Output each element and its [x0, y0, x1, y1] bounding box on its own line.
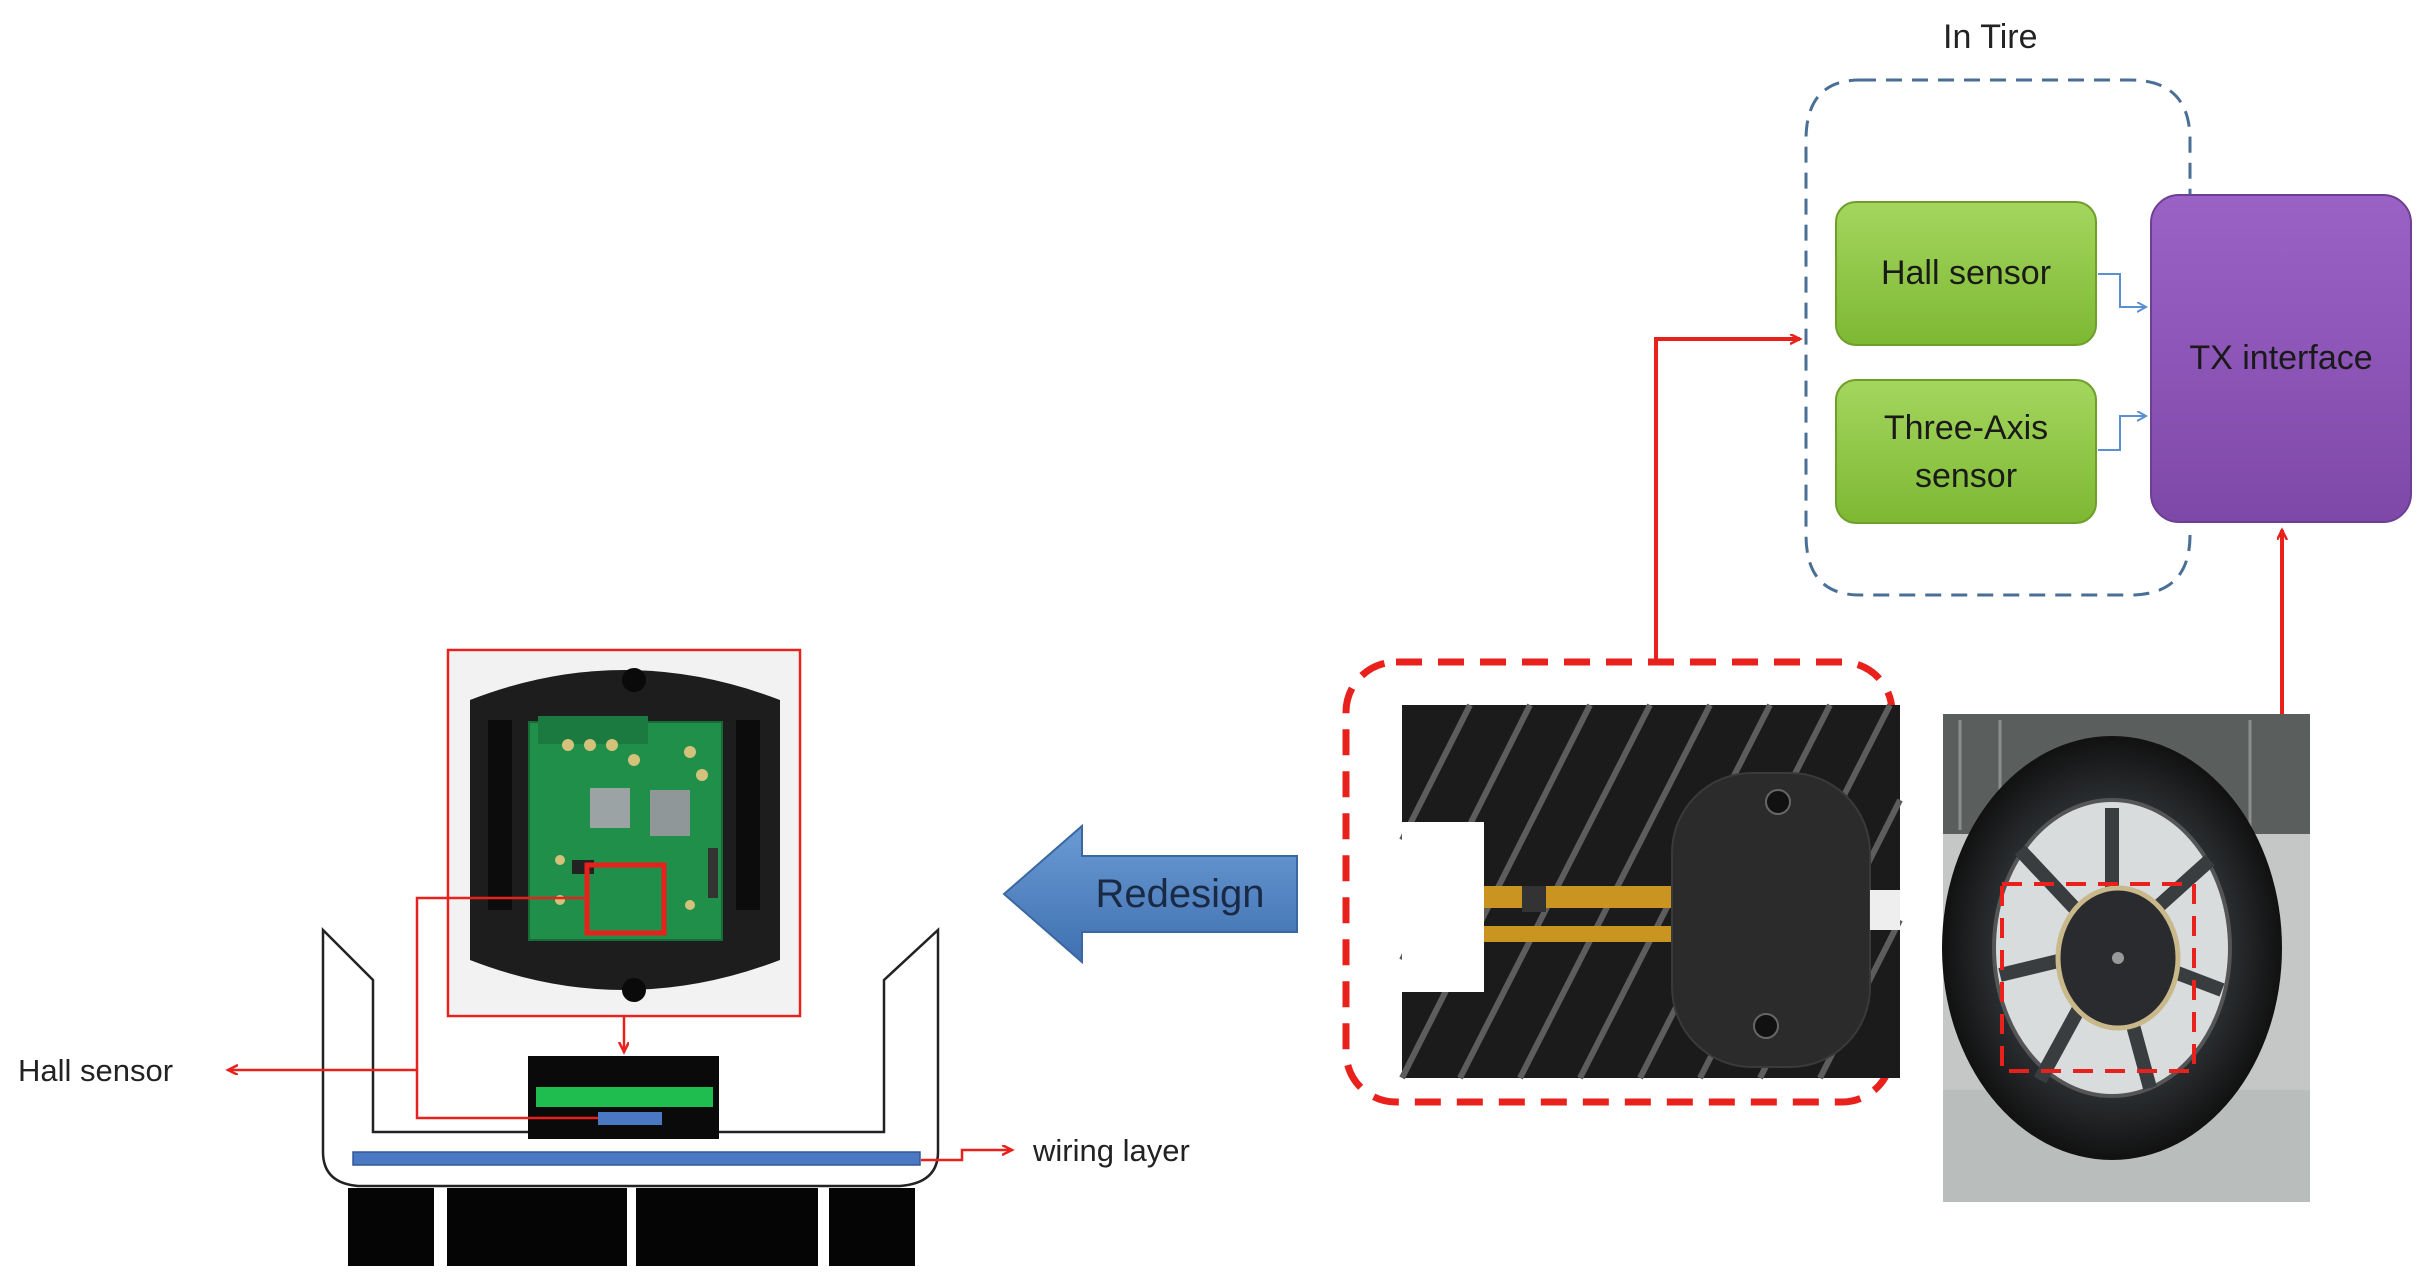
hall-sensor-callout-line	[228, 896, 587, 1070]
in-tire-group	[1804, 78, 2192, 597]
three-axis-sensor-block	[1835, 379, 2097, 524]
in-tire-label: In Tire	[1943, 18, 2038, 56]
tread-block	[348, 1188, 434, 1266]
wiring-layer-callout-label: wiring layer	[1033, 1133, 1190, 1168]
tread-block	[447, 1188, 627, 1266]
tire-photo	[1942, 714, 2310, 1202]
hall-sensor-block	[1835, 201, 2097, 346]
pcb-photo	[450, 652, 798, 1014]
hall-sensor-block-label: Hall sensor	[1880, 254, 2052, 292]
housing-outline	[321, 926, 940, 1188]
tread-block	[829, 1188, 915, 1266]
module-green-layer	[536, 1087, 713, 1107]
sensor-on-tread-photo	[1399, 703, 1903, 1080]
hall-sensor-callout-label: Hall sensor	[18, 1053, 174, 1088]
tx-interface-block-label: TX interface	[2189, 339, 2373, 377]
redesign-arrow-label: Redesign	[1095, 871, 1265, 916]
three-axis-sensor-block-label: Three-Axis sensor	[1883, 408, 2049, 495]
threeaxis-to-tx-connector	[2098, 416, 2146, 451]
wiring-layer-bar	[352, 1151, 921, 1166]
tread-block	[636, 1188, 818, 1266]
wiring-layer-callout-line	[921, 1150, 1012, 1162]
hall-chip-callout-line	[415, 1070, 598, 1120]
redesign-arrow	[1002, 823, 1298, 965]
hall-to-tx-connector	[2098, 273, 2146, 307]
tire-sensor-dashed-frame	[2000, 882, 2196, 1073]
sensor-to-intire-connector	[1654, 339, 1800, 660]
tx-interface-block	[2150, 194, 2412, 523]
in-tire-dashed-boundary	[1804, 78, 2192, 597]
hall-sensor-chip	[598, 1112, 662, 1125]
